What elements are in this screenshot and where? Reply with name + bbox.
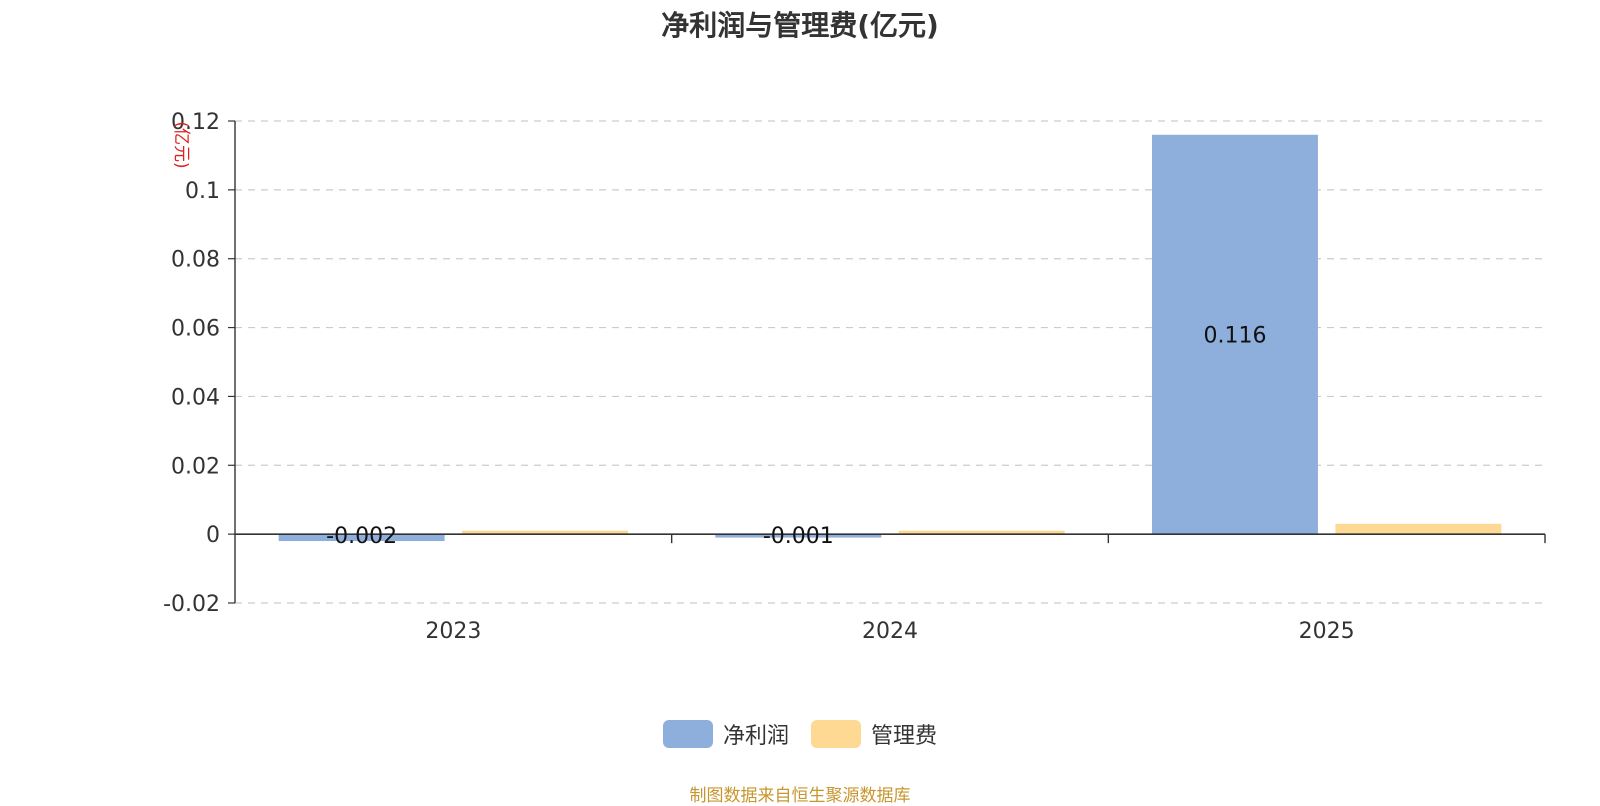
legend-label-net-profit: 净利润: [722, 724, 789, 749]
bar: [278, 534, 445, 542]
legend-swatch-management-fee: [811, 720, 861, 748]
y-tick-label: 0.08: [171, 248, 220, 273]
x-tick-label: 2024: [862, 619, 918, 644]
y-tick-label: 0.1: [185, 179, 220, 204]
data-labels: -0.002 -0.001 0.116: [326, 323, 1266, 549]
legend-swatch-net-profit: [662, 720, 713, 748]
data-label: 0.116: [1203, 323, 1266, 348]
legend-item-net-profit[interactable]: 净利润: [662, 718, 789, 750]
grid-lines: [235, 120, 1545, 604]
y-tick-label: -0.02: [163, 592, 220, 617]
bar: [898, 530, 1065, 535]
axes: -0.02 0 0.02 0.04 0.06 0.08 0.1 0.12 2023 2024 202…: [163, 110, 1546, 644]
legend-label-management-fee: 管理费: [871, 724, 938, 749]
bar: [715, 534, 882, 538]
legend-item-management-fee[interactable]: 管理费: [811, 718, 937, 750]
data-label: -0.001: [763, 524, 834, 549]
data-label: -0.002: [326, 524, 397, 549]
y-tick-label: 0.06: [171, 317, 220, 342]
y-tick-label: 0.02: [171, 454, 220, 479]
chart-title: 净利润与管理费(亿元): [661, 9, 939, 42]
x-tick-label: 2023: [425, 619, 481, 644]
bar-chart: -0.02 0 0.02 0.04 0.06 0.08 0.1 0.12 2023 2024 202…: [163, 110, 1546, 644]
data-source-note: 制图数据来自恒生聚源数据库: [689, 786, 911, 806]
bar: [462, 530, 628, 535]
y-axis-unit-label: (亿元): [171, 121, 191, 168]
bar: [1152, 134, 1318, 535]
x-tick-label: 2025: [1299, 619, 1355, 644]
bars: [278, 134, 1502, 542]
legend: 净利润 管理费: [0, 718, 1600, 750]
y-tick-label: 0: [206, 523, 220, 548]
y-tick-label: 0.12: [171, 110, 220, 135]
y-tick-label: 0.04: [171, 385, 220, 410]
bar: [1335, 523, 1502, 535]
